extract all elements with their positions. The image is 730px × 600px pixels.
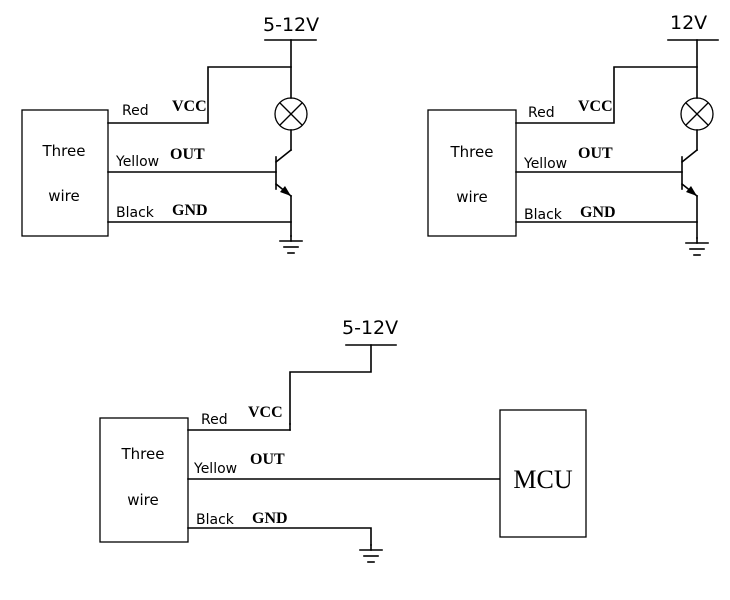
three-wire-module <box>427 109 517 237</box>
yellow-label: Yellow <box>523 156 567 172</box>
yellow-label: Yellow <box>193 461 237 477</box>
red-label: Red <box>528 105 555 121</box>
module-label-wire: wire <box>127 491 159 509</box>
supply-label: 12V <box>670 12 707 34</box>
module-label-wire: wire <box>456 188 488 206</box>
ground-icon <box>359 544 383 563</box>
vcc-label: VCC <box>578 98 613 115</box>
black-label: Black <box>524 207 563 223</box>
circuit-mcu: 5-12V Three wire Red VCC Yellow OUT Blac… <box>99 317 587 563</box>
circuit-lamp-12v: 12V Three wire Red VCC Yellow OUT Black … <box>427 12 719 256</box>
three-wire-module <box>21 109 109 237</box>
module-label-wire: wire <box>48 187 80 205</box>
module-label-three: Three <box>121 445 165 463</box>
out-label: OUT <box>250 451 285 468</box>
supply-wire <box>289 344 372 425</box>
lamp-icon <box>680 97 714 131</box>
npn-transistor-icon <box>680 129 699 239</box>
module-label-three: Three <box>450 143 494 161</box>
ground-icon <box>685 237 709 256</box>
lamp-icon <box>274 97 308 131</box>
vcc-label: VCC <box>248 404 283 421</box>
supply-label: 5-12V <box>263 14 319 36</box>
red-label: Red <box>201 412 228 428</box>
yellow-label: Yellow <box>115 154 159 170</box>
npn-transistor-icon <box>274 129 293 237</box>
red-vcc-wire <box>107 66 292 124</box>
gnd-label: GND <box>252 510 288 527</box>
black-gnd-wire <box>187 527 372 546</box>
circuit-lamp-5-12v: 5-12V Three wire Red VCC Yellow OUT <box>21 14 319 254</box>
module-label-three: Three <box>42 142 86 160</box>
red-label: Red <box>122 103 149 119</box>
gnd-label: GND <box>580 204 616 221</box>
red-vcc-wire <box>515 66 698 124</box>
vcc-label: VCC <box>172 98 207 115</box>
three-wire-module <box>99 417 189 543</box>
out-label: OUT <box>170 146 205 163</box>
out-label: OUT <box>578 145 613 162</box>
black-label: Black <box>116 205 155 221</box>
mcu-label: MCU <box>513 465 572 494</box>
mcu-box <box>499 409 587 538</box>
ground-icon <box>279 235 303 254</box>
gnd-label: GND <box>172 202 208 219</box>
black-label: Black <box>196 512 235 528</box>
supply-label: 5-12V <box>342 317 398 339</box>
